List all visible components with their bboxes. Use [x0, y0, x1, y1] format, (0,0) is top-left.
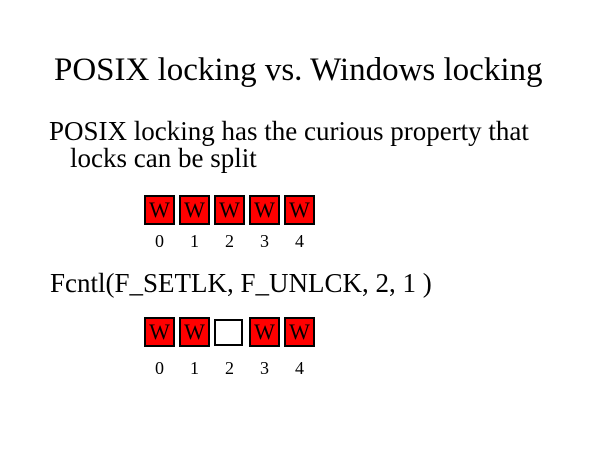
index-label: 0	[155, 358, 164, 378]
lock-cell: W	[249, 195, 280, 225]
lock-cell-label: W	[149, 319, 170, 344]
lock-cell-empty	[214, 319, 243, 346]
body-text-line-1: POSIX locking has the curious property t…	[49, 116, 529, 146]
lock-cell: W	[144, 317, 175, 347]
lock-cell-label: W	[254, 197, 275, 222]
fcntl-call-text: Fcntl(F_SETLK, F_UNLCK, 2, 1 )	[50, 268, 432, 298]
lock-row-after: W W W W	[144, 317, 319, 347]
index-row-after: 0 1 2 3 4	[144, 359, 319, 377]
lock-cell-label: W	[149, 197, 170, 222]
index-label: 3	[260, 358, 269, 378]
index-label: 2	[225, 231, 234, 251]
index-label: 4	[295, 358, 304, 378]
body-text: POSIX locking has the curious property t…	[49, 118, 529, 172]
body-text-line-2: locks can be split	[70, 143, 257, 173]
lock-cell-label: W	[219, 197, 240, 222]
lock-cell: W	[284, 195, 315, 225]
lock-cell-label: W	[184, 197, 205, 222]
lock-cell-label: W	[289, 319, 310, 344]
lock-cell-label: W	[254, 319, 275, 344]
index-row-before: 0 1 2 3 4	[144, 232, 319, 250]
lock-cell: W	[179, 195, 210, 225]
lock-cell: W	[179, 317, 210, 347]
lock-cell: W	[214, 195, 245, 225]
lock-row-before: W W W W W	[144, 195, 319, 225]
lock-cell-label: W	[184, 319, 205, 344]
index-label: 0	[155, 231, 164, 251]
lock-cell: W	[249, 317, 280, 347]
index-label: 1	[190, 358, 199, 378]
index-label: 1	[190, 231, 199, 251]
index-label: 3	[260, 231, 269, 251]
index-label: 2	[225, 358, 234, 378]
lock-cell: W	[284, 317, 315, 347]
slide-title: POSIX locking vs. Windows locking	[54, 52, 543, 88]
index-label: 4	[295, 231, 304, 251]
lock-cell: W	[144, 195, 175, 225]
lock-cell-label: W	[289, 197, 310, 222]
